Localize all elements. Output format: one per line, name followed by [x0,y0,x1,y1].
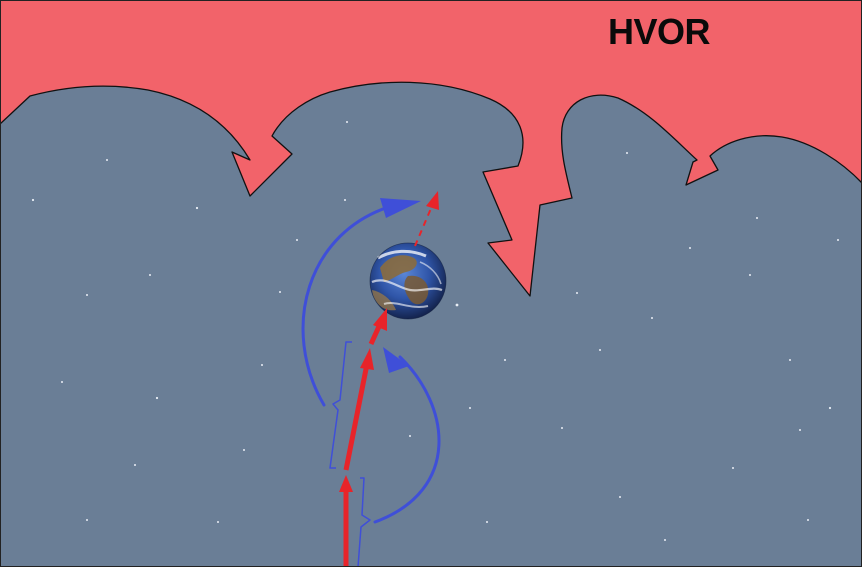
blue-arrow-lower [373,347,441,524]
red-region [0,0,862,297]
red-dashed-arrow [414,191,439,247]
brace-markers [329,341,371,567]
blue-arrow-upper [301,198,421,407]
red-arrow-chain [339,308,387,567]
star-field [31,121,839,541]
earth-globe-icon [369,242,447,320]
hvor-label: HVOR [608,11,711,52]
